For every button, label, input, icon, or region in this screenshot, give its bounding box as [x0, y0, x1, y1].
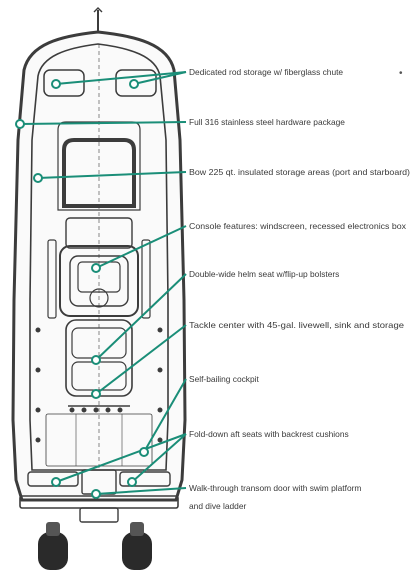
- callout-leaders: [19, 71, 187, 495]
- label-aft-seats: Fold-down aft seats with backrest cushio…: [189, 429, 349, 439]
- callout-labels: Dedicated rod storage w/ fiberglass chut…: [189, 67, 410, 511]
- label-cockpit: Self-bailing cockpit: [189, 374, 259, 384]
- outboard-engines: [38, 522, 152, 570]
- label-rod-storage: Dedicated rod storage w/ fiberglass chut…: [189, 67, 343, 77]
- label-transom-line1: Walk-through transom door with swim plat…: [189, 483, 361, 493]
- label-bow-storage: Bow 225 qt. insulated storage areas (por…: [189, 167, 410, 177]
- label-tackle: Tackle center with 45-gal. livewell, sin…: [189, 320, 404, 330]
- label-transom-line2: and dive ladder: [189, 501, 246, 511]
- label-hardware: Full 316 stainless steel hardware packag…: [189, 117, 345, 127]
- callout-markers: [15, 79, 149, 499]
- label-console: Console features: windscreen, recessed e…: [189, 221, 407, 231]
- label-helm-seat: Double-wide helm seat w/flip-up bolsters: [189, 269, 339, 279]
- bullet-mark: •: [399, 68, 403, 79]
